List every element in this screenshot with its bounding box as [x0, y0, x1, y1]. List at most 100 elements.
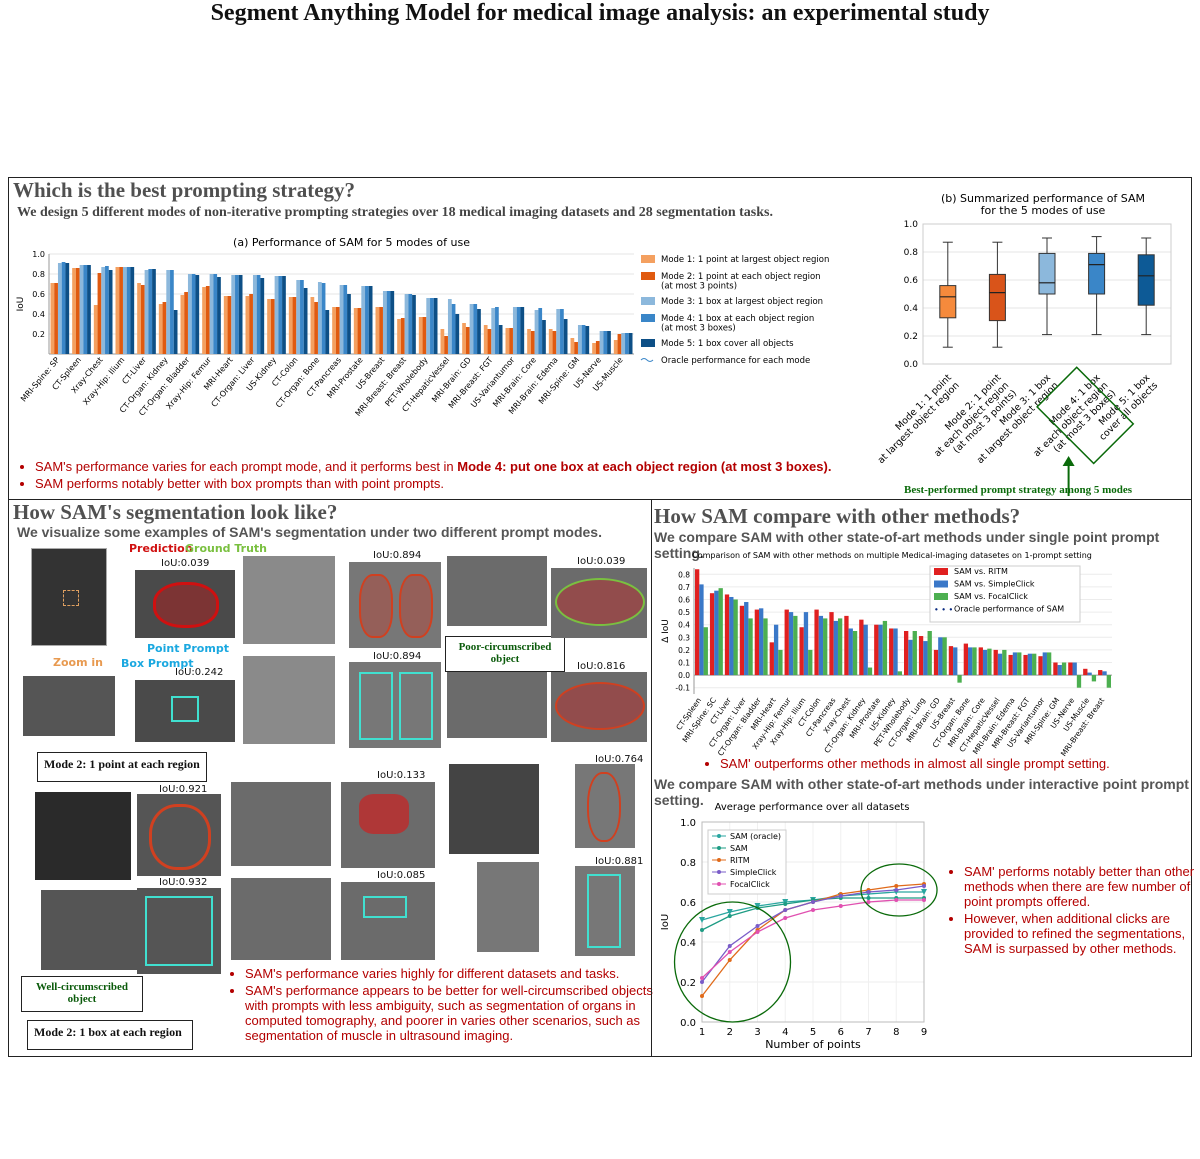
bar	[904, 631, 909, 676]
bar	[422, 317, 427, 354]
data-point	[811, 908, 815, 912]
data-point	[727, 958, 732, 962]
best-mode-highlight	[1036, 366, 1135, 465]
bar	[1061, 662, 1067, 676]
bar	[57, 263, 62, 354]
bar	[963, 643, 969, 676]
bar	[878, 624, 883, 676]
bar	[321, 283, 326, 354]
y-tick-label: 0.2	[680, 978, 696, 989]
bar	[714, 590, 719, 676]
bar	[1038, 656, 1043, 676]
bar	[173, 310, 178, 354]
data-point	[727, 950, 732, 954]
ultrasound-muscle-image	[447, 556, 547, 626]
bar	[814, 609, 819, 676]
chest-xray-image	[243, 656, 335, 744]
legend-swatch	[641, 255, 655, 263]
bar	[209, 274, 214, 354]
bar	[938, 637, 943, 676]
bar	[245, 296, 250, 354]
bar	[823, 618, 828, 676]
data-point	[866, 900, 871, 904]
bar	[759, 608, 764, 676]
y-tick-label: 0.6	[32, 290, 45, 299]
y-tick-label: 0.8	[904, 248, 919, 258]
bar	[202, 287, 206, 354]
bar	[718, 588, 723, 676]
bar	[784, 609, 789, 676]
bar	[487, 329, 492, 354]
bar	[108, 270, 113, 354]
well-circumscribed-callout: Well-circumscribed object	[21, 976, 143, 1012]
poor-circumscribed-callout: Poor-circumscribed object	[445, 636, 565, 672]
section3-subtitle-1: We compare SAM with other state-of-art m…	[654, 529, 1160, 561]
bar	[803, 612, 809, 676]
bar	[50, 283, 55, 354]
bar	[933, 649, 939, 676]
bar	[101, 267, 106, 354]
zoomed-liver-image	[41, 890, 137, 970]
bar	[1017, 652, 1022, 676]
section2-bullet-2: SAM's performance appears to be better f…	[245, 983, 663, 1043]
iou-label: IoU:0.242	[175, 667, 224, 678]
bar	[603, 331, 608, 354]
single-prompt-comparison-chart: Comparison of SAM with other methods on …	[661, 551, 1112, 758]
bar	[72, 268, 76, 354]
bar	[527, 329, 531, 354]
bar	[574, 342, 578, 354]
data-point	[700, 976, 704, 980]
bar	[433, 298, 438, 354]
data-point	[700, 928, 704, 932]
bar	[256, 275, 261, 354]
bar	[61, 262, 66, 354]
iou-label: IoU:0.921	[159, 784, 208, 795]
bar	[54, 283, 58, 354]
y-tick-label: 0.7	[678, 583, 690, 592]
bar	[863, 624, 868, 676]
legend-label: SAM vs. SimpleClick	[954, 580, 1035, 589]
bar	[859, 619, 864, 676]
legend-swatch	[934, 593, 948, 600]
ground-truth-label: Ground Truth	[185, 542, 268, 555]
bar	[788, 612, 794, 676]
legend-label: RITM	[730, 856, 750, 865]
data-point	[783, 902, 788, 906]
mri-spine-image	[31, 548, 107, 646]
muscle-box-result-image	[551, 672, 647, 742]
bar	[495, 307, 499, 354]
bar	[205, 286, 210, 354]
bar	[1083, 668, 1088, 676]
mode2-point-callout: Mode 2: 1 point at each region	[37, 752, 207, 782]
y-tick-label: 0.2	[904, 332, 918, 342]
y-tick-label: 0.0	[680, 1018, 696, 1029]
bar	[538, 308, 543, 354]
x-tick-label: 4	[782, 1027, 788, 1038]
bar	[512, 307, 517, 354]
y-tick-label: 0.4	[32, 310, 45, 319]
bar	[1106, 675, 1111, 688]
legend-swatch	[717, 870, 721, 874]
data-point	[699, 917, 705, 923]
legend-label: FocalClick	[730, 880, 770, 889]
y-tick-label: 0.4	[904, 304, 919, 314]
y-tick-label: 0.5	[678, 608, 690, 617]
bar	[818, 615, 824, 676]
bar	[897, 671, 902, 676]
bar	[592, 343, 596, 354]
legend-swatch	[641, 272, 655, 280]
bar	[1023, 654, 1028, 676]
bar	[231, 275, 236, 354]
y-tick-label: 0.6	[904, 276, 919, 286]
bar	[65, 263, 70, 354]
bar	[430, 298, 434, 354]
liver-point-result-image	[137, 794, 221, 876]
data-point	[755, 930, 760, 934]
segmentation-examples-panel: How SAM's segmentation look like? We vis…	[8, 499, 653, 1057]
section1-bullet-2: SAM performs notably better with box pro…	[35, 476, 915, 491]
bar	[473, 304, 478, 354]
bar	[844, 615, 849, 676]
box	[1088, 252, 1106, 295]
bar	[889, 628, 894, 676]
bar	[778, 649, 783, 676]
